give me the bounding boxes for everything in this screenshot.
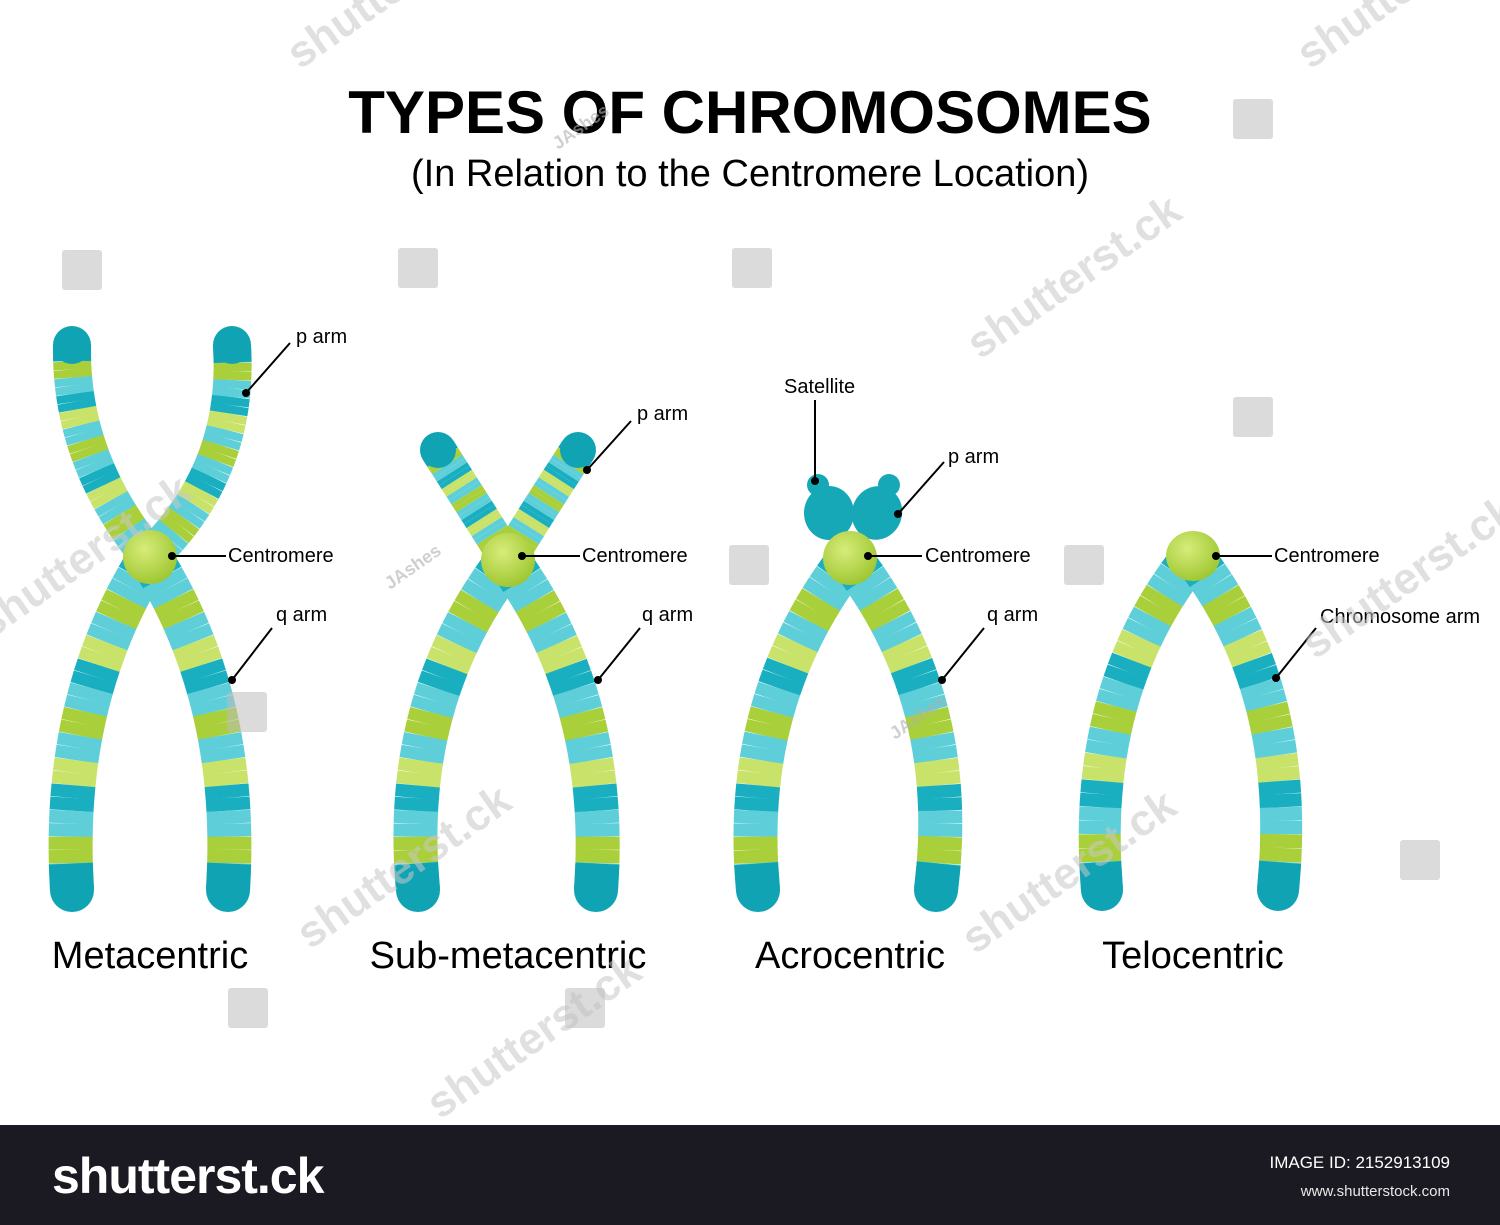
chromosome-names: Metacentric Sub-metacentric Acrocentric … xyxy=(52,935,1284,977)
watermark-brand: shutterst.ck xyxy=(278,0,511,78)
leader-submetacentric-q xyxy=(597,627,641,681)
satellite-stalk-left xyxy=(804,486,854,540)
watermark-brand: shutterst.ck xyxy=(1288,0,1500,78)
satellite-knob-left xyxy=(807,474,829,496)
arm-submetacentric-p-right xyxy=(492,432,596,570)
label-telocentric-arm: Chromosome arm xyxy=(1320,606,1480,628)
label-metacentric-q-arm: q arm xyxy=(276,604,327,626)
satellite-knob-right xyxy=(878,474,900,496)
name-acrocentric: Acrocentric xyxy=(755,935,945,977)
leader-acrocentric-q xyxy=(941,627,985,681)
arm-metacentric-p-left xyxy=(52,326,165,569)
centromere-acrocentric xyxy=(823,531,877,585)
leader-metacentric-q xyxy=(231,627,273,681)
label-submetacentric-centromere: Centromere xyxy=(582,545,688,567)
name-metacentric: Metacentric xyxy=(52,935,248,977)
arm-metacentric-q-left xyxy=(48,545,169,912)
acrocentric-satellites xyxy=(804,474,903,540)
label-acrocentric-q-arm: q arm xyxy=(987,604,1038,626)
watermark-author: JAshes xyxy=(381,540,445,593)
label-submetacentric-p-arm: p arm xyxy=(637,403,688,425)
arm-telocentric-right xyxy=(1176,543,1303,911)
arm-submetacentric-q-right xyxy=(490,547,620,912)
arm-telocentric-left xyxy=(1078,543,1210,911)
watermark-brand: shutterst.ck xyxy=(1293,485,1500,668)
page-title: TYPES OF CHROMOSOMES xyxy=(348,79,1151,146)
centromere-telocentric xyxy=(1166,531,1220,581)
footer-site: www.shutterstock.com xyxy=(1300,1183,1450,1200)
leader-acrocentric-p xyxy=(897,461,945,515)
satellite-stalk-right xyxy=(851,486,903,540)
label-metacentric-centromere: Centromere xyxy=(228,545,334,567)
name-submetacentric: Sub-metacentric xyxy=(370,935,647,977)
leader-metacentric-p xyxy=(245,342,291,394)
centromeres xyxy=(123,530,1220,587)
name-telocentric: Telocentric xyxy=(1102,935,1284,977)
leader-lines xyxy=(168,342,1317,684)
footer-logo: shutterst.ck xyxy=(52,1148,324,1204)
centromere-submetacentric xyxy=(481,533,535,587)
label-metacentric-p-arm: p arm xyxy=(296,326,347,348)
chromosome-diagram: TYPES OF CHROMOSOMES (In Relation to the… xyxy=(0,0,1500,1125)
page-subtitle: (In Relation to the Centromere Location) xyxy=(411,153,1089,195)
leader-submetacentric-p xyxy=(586,420,632,471)
label-submetacentric-q-arm: q arm xyxy=(642,604,693,626)
centromere-metacentric xyxy=(123,530,177,584)
label-acrocentric-p-arm: p arm xyxy=(948,446,999,468)
leader-telocentric-arm xyxy=(1275,627,1317,679)
label-acrocentric-centromere: Centromere xyxy=(925,545,1031,567)
watermark-tiles xyxy=(62,99,1440,1028)
footer-image-id: IMAGE ID: 2152913109 xyxy=(1269,1153,1450,1172)
watermark-brand: shutterst.ck xyxy=(958,185,1191,368)
label-acrocentric-satellite: Satellite xyxy=(784,376,855,398)
footer-bar: shutterst.ck IMAGE ID: 2152913109 www.sh… xyxy=(0,1125,1500,1225)
arm-acrocentric-q-left xyxy=(733,544,868,912)
arm-metacentric-q-right xyxy=(131,545,252,912)
labels: p arm Centromere q arm p arm Centromere … xyxy=(228,326,1480,628)
label-telocentric-centromere: Centromere xyxy=(1274,545,1380,567)
